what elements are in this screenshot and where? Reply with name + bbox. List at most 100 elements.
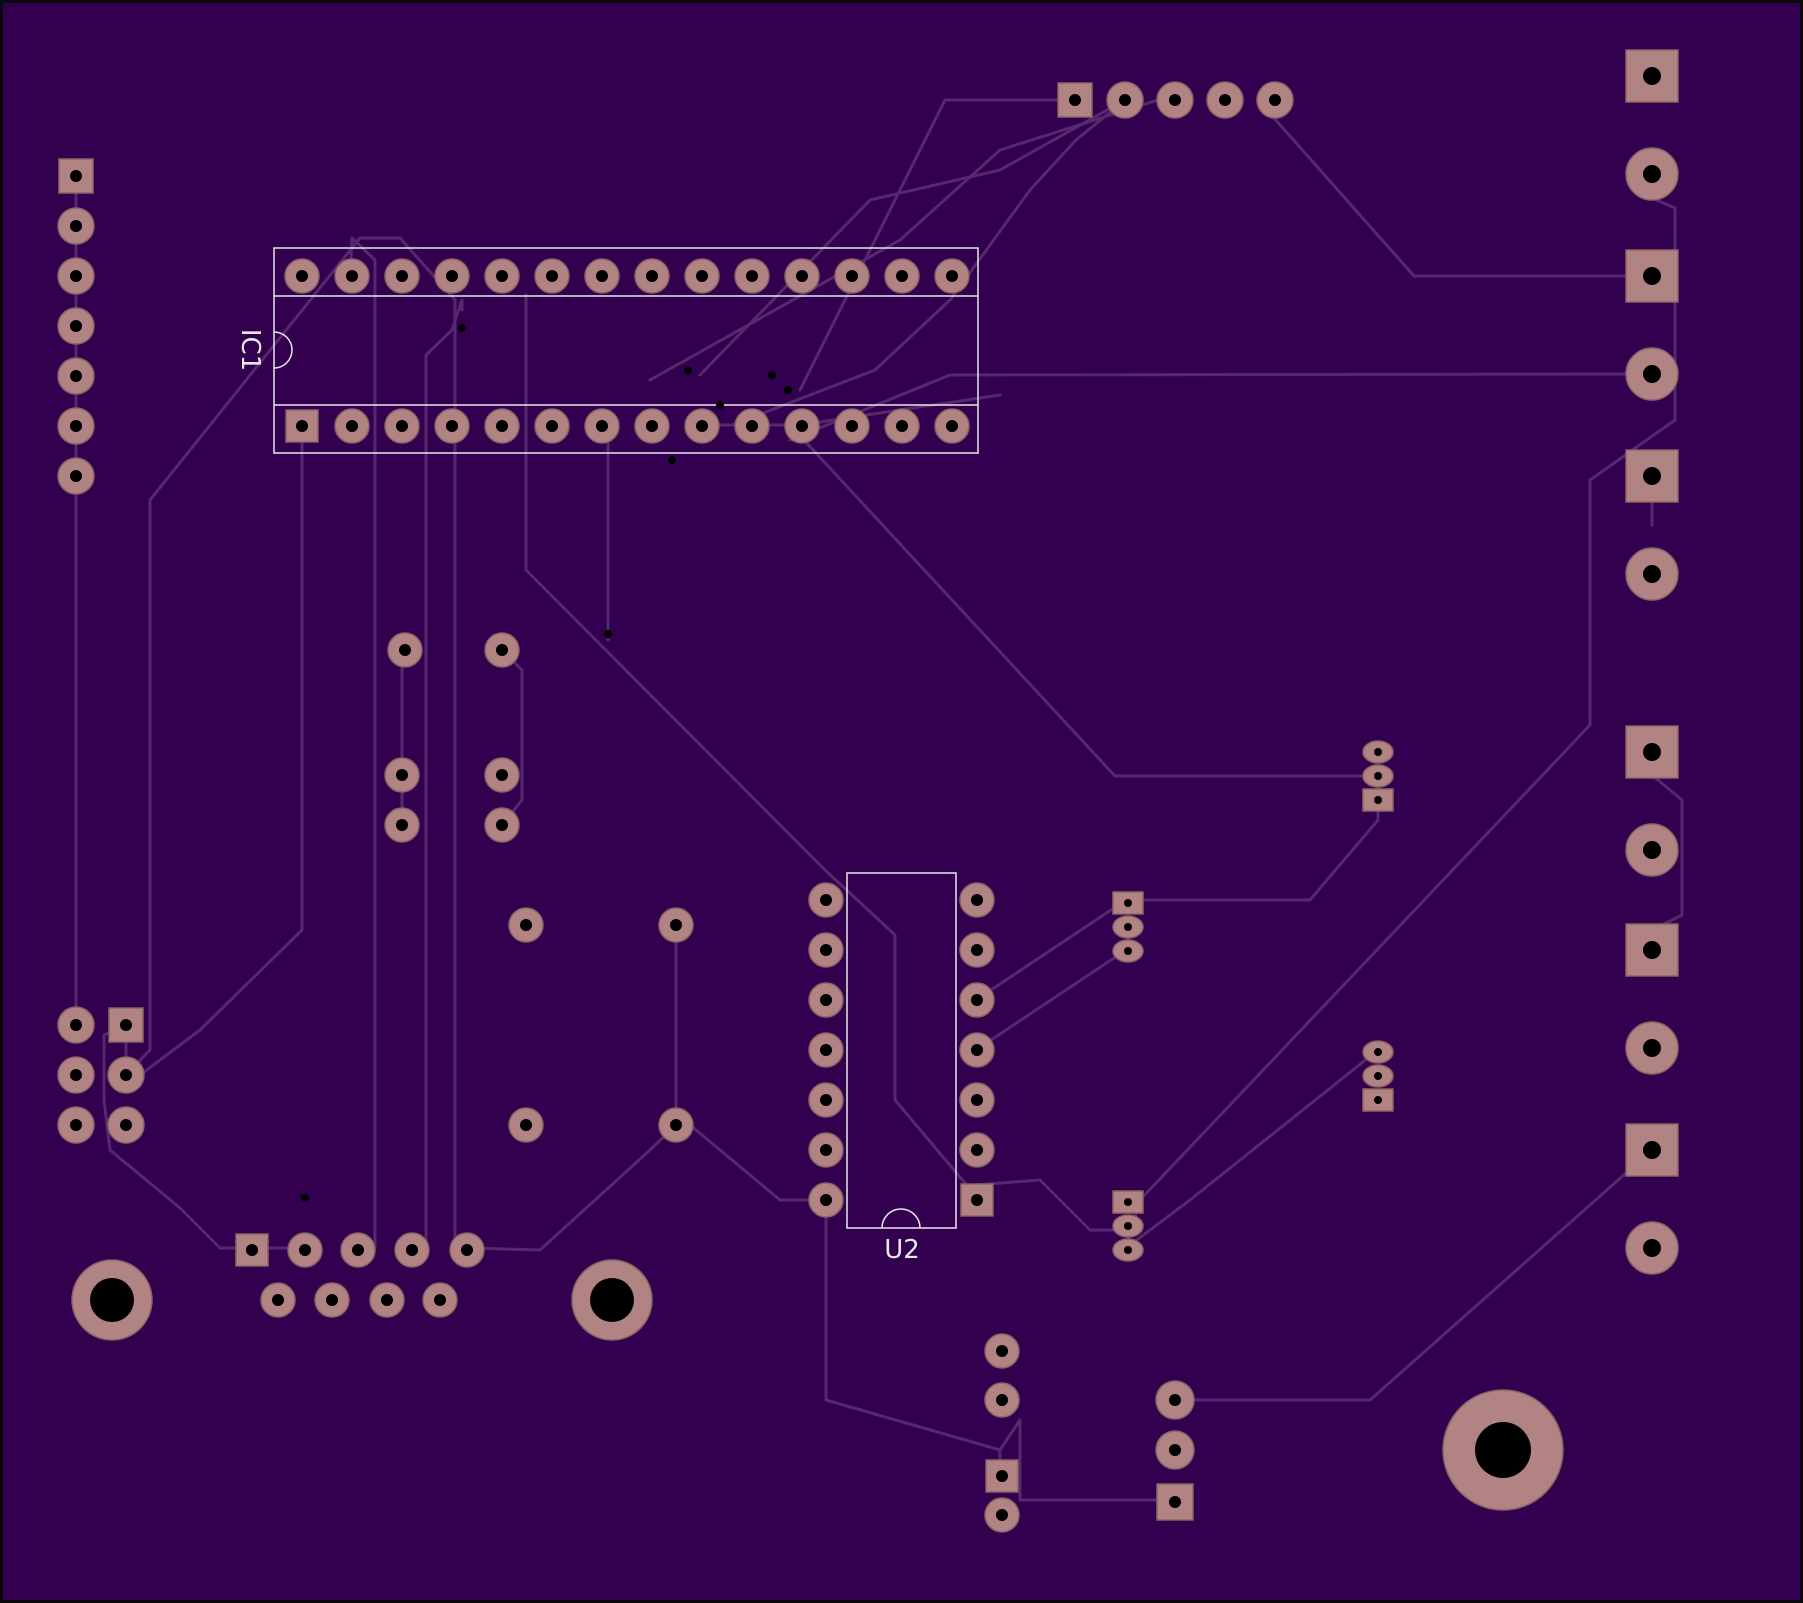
ic1-pin-24-drill xyxy=(496,270,508,282)
trace-6 xyxy=(424,298,464,1250)
terminal-pin-5 xyxy=(1625,449,1679,503)
terminal-pin-10-drill xyxy=(1643,1039,1661,1057)
header-left-pin-6-drill xyxy=(70,420,82,432)
trace-16 xyxy=(1173,1148,1654,1402)
db9-pin-6-drill xyxy=(272,1294,284,1306)
terminal-pin-4-drill xyxy=(1643,365,1661,383)
u2-notch xyxy=(881,1208,921,1229)
ic1-pin-18-drill xyxy=(796,270,808,282)
via-4 xyxy=(768,371,776,379)
bottom-pad-4-drill xyxy=(996,1509,1008,1521)
ic1-pin-27-drill xyxy=(346,270,358,282)
ic1-pin-11-drill xyxy=(796,420,808,432)
passive-pad-4-drill xyxy=(496,769,508,781)
terminal-pin-3-drill xyxy=(1643,267,1661,285)
ic1-pin-8-drill xyxy=(646,420,658,432)
passive-pad-7-drill xyxy=(520,919,532,931)
header-left-pin-1-drill xyxy=(70,170,82,182)
mounting-hole-3-drill xyxy=(1475,1422,1531,1478)
header-left-pin-7-drill xyxy=(70,470,82,482)
trace-12 xyxy=(468,1123,678,1252)
terminal-pin-7-drill xyxy=(1643,743,1661,761)
header-left-pin-4-drill xyxy=(70,320,82,332)
u2-pin-13-drill xyxy=(971,944,983,956)
bottom-pad-3-drill xyxy=(996,1470,1008,1482)
trace-19 xyxy=(648,98,1160,382)
passive-pad-2-drill xyxy=(496,644,508,656)
passive-pad-8-drill xyxy=(670,919,682,931)
board-substrate-fill xyxy=(3,3,1800,1600)
trace-27 xyxy=(974,948,1128,1052)
header-2x3-pin-1-drill xyxy=(120,1019,132,1031)
u2-reference-label: U2 xyxy=(884,1235,920,1265)
terminal-pin-2-drill xyxy=(1643,165,1661,183)
transistor-q4-pin-1-drill xyxy=(1124,1198,1132,1206)
transistor-q3-pin-1-drill xyxy=(1374,1048,1382,1056)
header-top-pin-3-drill xyxy=(1169,94,1181,106)
u2-outline xyxy=(846,872,957,1229)
header-top-pin-4-drill xyxy=(1219,94,1231,106)
trace-31 xyxy=(1650,773,1684,932)
db9-pin-1-drill xyxy=(246,1244,258,1256)
transistor-q3-pin-2-drill xyxy=(1374,1072,1382,1080)
ic1-pin-28-drill xyxy=(296,270,308,282)
u2-pin-3-drill xyxy=(820,994,832,1006)
header-top-pin-1-drill xyxy=(1069,94,1081,106)
trace-9 xyxy=(524,293,977,1197)
db9-pin-2-drill xyxy=(299,1244,311,1256)
terminal-pin-11-drill xyxy=(1643,1141,1661,1159)
u2-pin-7-drill xyxy=(820,1194,832,1206)
terminal-pin-5-drill xyxy=(1643,467,1661,485)
bottom-pad-6-drill xyxy=(1169,1444,1181,1456)
trace-18 xyxy=(698,98,1127,377)
trace-28 xyxy=(974,898,1128,1002)
ic1-reference-label: IC1 xyxy=(235,329,265,371)
ic1-pin-2-drill xyxy=(346,420,358,432)
ic1-pin-4-drill xyxy=(446,420,458,432)
u2-pin-1-drill xyxy=(820,894,832,906)
mounting-hole-1-drill xyxy=(90,1278,134,1322)
ic1-pin-17-drill xyxy=(846,270,858,282)
header-left-pin-5-drill xyxy=(70,370,82,382)
u2-pin-10-drill xyxy=(971,1094,983,1106)
bottom-pad-5-drill xyxy=(1169,1394,1181,1406)
ic1-pin-26-drill xyxy=(396,270,408,282)
u2-pin-14-drill xyxy=(971,894,983,906)
ic1-outline xyxy=(273,247,979,454)
header-2x3-pin-2-drill xyxy=(70,1019,82,1031)
transistor-q2-pin-3-drill xyxy=(1124,947,1132,955)
u2-pin-6-drill xyxy=(820,1144,832,1156)
terminal-pin-6-drill xyxy=(1643,565,1661,583)
bottom-pad-2-drill xyxy=(996,1394,1008,1406)
u2-pin-12-drill xyxy=(971,994,983,1006)
ic1-pin-13-drill xyxy=(896,420,908,432)
ic1-pin-6-drill xyxy=(546,420,558,432)
trace-15 xyxy=(998,1418,1177,1502)
u2-pin-8-drill xyxy=(971,1194,983,1206)
transistor-q1-pin-1-drill xyxy=(1374,748,1382,756)
header-2x3-pin-6-drill xyxy=(120,1119,132,1131)
copper-traces xyxy=(74,98,1684,1502)
transistor-q2-pin-1-drill xyxy=(1124,899,1132,907)
ic1-notch xyxy=(273,331,293,369)
via-6 xyxy=(668,456,676,464)
ic1-pin-19-drill xyxy=(746,270,758,282)
trace-23 xyxy=(788,423,1380,778)
ic1-pin-9-drill xyxy=(696,420,708,432)
via-1 xyxy=(458,324,466,332)
terminal-pin-12-drill xyxy=(1643,1239,1661,1257)
trace-29 xyxy=(974,1178,1128,1232)
ic1-pin-14-drill xyxy=(946,420,958,432)
trace-20 xyxy=(730,98,1127,427)
passive-pad-10-drill xyxy=(670,1119,682,1131)
bottom-pad-1-drill xyxy=(996,1345,1008,1357)
ic1-pin-16-drill xyxy=(896,270,908,282)
via-8 xyxy=(301,1194,309,1202)
u2-pin-2-drill xyxy=(820,944,832,956)
silkscreen xyxy=(273,247,979,1229)
component-pads xyxy=(57,49,1679,1533)
transistor-q4-pin-3-drill xyxy=(1124,1246,1132,1254)
ic1-pin-21-drill xyxy=(646,270,658,282)
header-top-pin-2-drill xyxy=(1119,94,1131,106)
header-2x3-pin-5-drill xyxy=(70,1119,82,1131)
